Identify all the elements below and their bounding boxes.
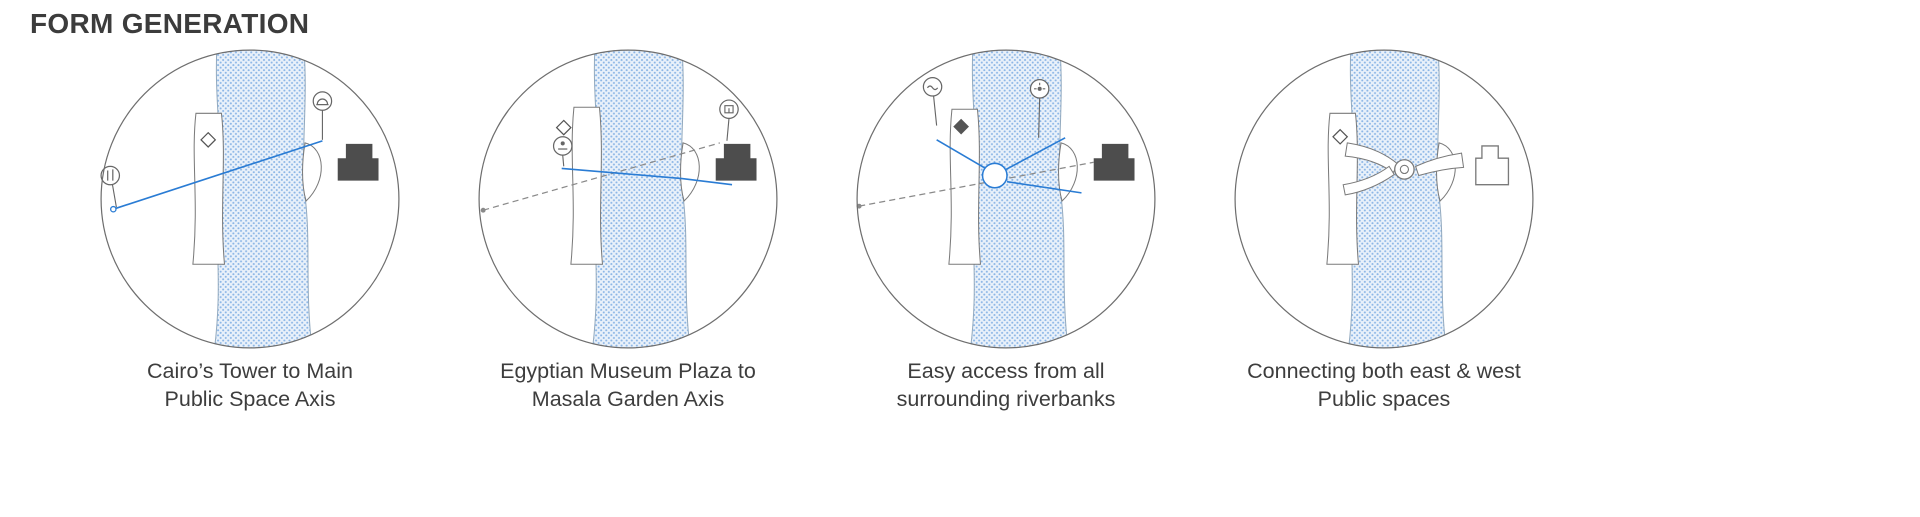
east-west-connection-diagram-icon bbox=[1234, 49, 1534, 349]
cairo-tower-axis-diagram-icon bbox=[100, 49, 400, 349]
riverbank-access-diagram-icon bbox=[856, 49, 1156, 349]
caption-line-2: surrounding riverbanks bbox=[896, 387, 1116, 412]
caption-line-2: Masala Garden Axis bbox=[531, 387, 725, 412]
diagram-caption: Egyptian Museum Plaza to Masala Garden A… bbox=[500, 357, 756, 414]
page-title: FORM GENERATION bbox=[30, 8, 310, 39]
caption-line-1: Cairo’s Tower to Main bbox=[147, 359, 353, 383]
diagram-egyptian-museum-axis: Egyptian Museum Plaza to Masala Garden A… bbox=[475, 46, 781, 414]
caption-line-2: Public Space Axis bbox=[164, 387, 336, 412]
egyptian-museum-axis-diagram-icon bbox=[478, 49, 778, 349]
caption-line-2: Public spaces bbox=[1317, 387, 1451, 412]
diagram-cairo-tower-axis: Cairo’s Tower to Main Public Space Axis bbox=[97, 46, 403, 414]
diagram-row: Cairo’s Tower to Main Public Space Axis bbox=[97, 46, 1537, 414]
diagram-caption: Cairo’s Tower to Main Public Space Axis bbox=[147, 357, 353, 414]
caption-line-1: Connecting both east & west bbox=[1247, 359, 1521, 383]
diagram-caption: Easy access from all surrounding riverba… bbox=[897, 357, 1116, 414]
diagram-riverbank-access: Easy access from all surrounding riverba… bbox=[853, 46, 1159, 414]
caption-line-1: Easy access from all bbox=[907, 359, 1105, 383]
diagram-caption: Connecting both east & west Public space… bbox=[1247, 357, 1521, 414]
diagram-east-west-connection: Connecting both east & west Public space… bbox=[1231, 46, 1537, 414]
caption-line-1: Egyptian Museum Plaza to bbox=[500, 359, 756, 383]
